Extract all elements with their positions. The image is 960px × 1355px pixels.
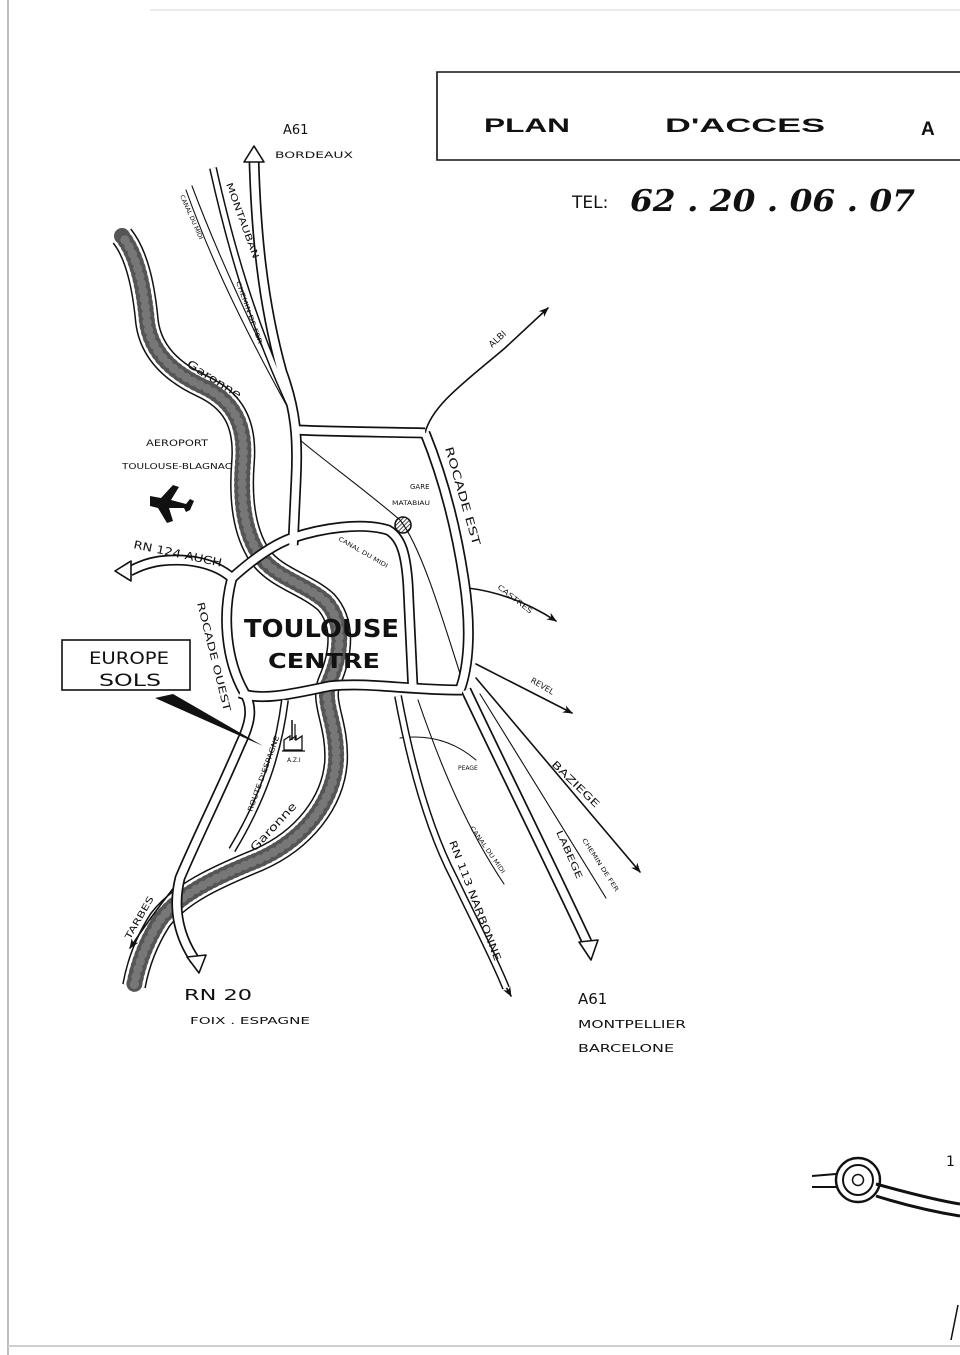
road-arrowheads — [114, 145, 599, 974]
map-labels: A61 BORDEAUX AEROPORT TOULOUSE-BLAGNAC G… — [121, 123, 687, 1055]
label-gare-line1: GARE — [410, 483, 430, 491]
label-baziege: BAZIEGE — [549, 759, 601, 810]
label-route-espagne: ROUTE D'ESPAGNE — [246, 735, 281, 813]
page-edges — [7, 0, 960, 1355]
phone-number: 62 . 20 . 06 . 07 — [630, 184, 915, 219]
revel-road — [475, 663, 573, 714]
garonne-river — [112, 228, 352, 994]
company-marker: EUROPE SOLS — [61, 639, 263, 746]
label-rn20-destination: FOIX . ESPAGNE — [190, 1016, 310, 1027]
company-box — [61, 639, 191, 691]
label-airport-line2: TOULOUSE-BLAGNAC — [121, 462, 233, 471]
title-box — [436, 71, 960, 161]
label-azi: A.Z.I — [287, 757, 301, 764]
title-word-a: A — [921, 119, 935, 140]
label-peage: PEAGE — [458, 765, 478, 772]
a61-north-arrow — [243, 145, 265, 163]
label-a61-south-code: A61 — [578, 990, 607, 1008]
label-castres: CASTRES — [496, 583, 535, 616]
label-centre-line2: CENTRE — [268, 649, 380, 673]
factory-icon — [282, 720, 305, 752]
company-pointer-arrow — [155, 694, 263, 746]
a61-south-arrow — [578, 939, 599, 961]
title-word-acces: D'ACCES — [665, 116, 825, 137]
roads-outline — [127, 159, 592, 990]
label-a61-north-city: BORDEAUX — [275, 151, 353, 161]
roundabout-icon — [811, 1156, 960, 1341]
label-a61-south-city2: BARCELONE — [578, 1042, 674, 1055]
station-icon — [394, 516, 412, 534]
label-centre-line1: TOULOUSE — [244, 614, 399, 643]
castres-road — [467, 587, 557, 622]
label-canal-top: CANAL DU MIDI — [178, 194, 204, 241]
baziege-road — [475, 677, 641, 873]
label-canal-bottom: CANAL DU MIDI — [468, 825, 506, 875]
company-name-line1: EUROPE — [89, 649, 169, 669]
corner-fragment: 1 — [946, 1154, 955, 1170]
canal-line-south — [417, 699, 505, 885]
label-a61-north-code: A61 — [283, 123, 308, 138]
roads-fill — [128, 159, 591, 989]
phone-line: TEL: 62 . 20 . 06 . 07 — [571, 184, 915, 219]
label-gare-line2: MATABIAU — [392, 500, 430, 507]
plane-icon — [150, 485, 194, 523]
label-a61-south-city1: MONTPELLIER — [578, 1018, 686, 1031]
rn124-arrow — [114, 560, 132, 582]
albi-road — [424, 307, 549, 434]
canal-line-north — [185, 189, 289, 409]
title-block: PLAN D'ACCES A — [436, 71, 960, 161]
railway-line-south — [479, 693, 607, 899]
rn20-arrow — [186, 954, 207, 974]
company-name-line2: SOLS — [99, 671, 161, 691]
label-canal-center: CANAL DU MIDI — [337, 536, 389, 570]
phone-label: TEL: — [571, 193, 608, 213]
label-airport-line1: AEROPORT — [146, 439, 209, 449]
title-word-plan: PLAN — [484, 116, 570, 137]
label-rn20-code: RN 20 — [184, 986, 252, 1004]
